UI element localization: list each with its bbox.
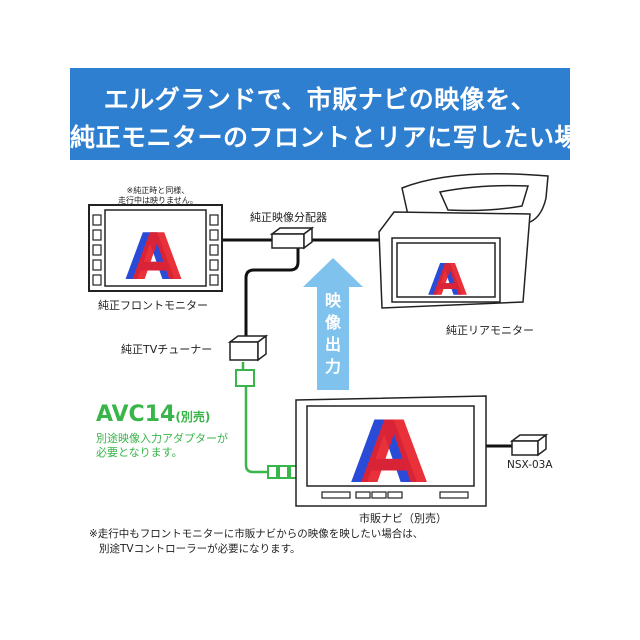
video-output-text: 映 像 出 力: [325, 291, 342, 376]
title-line-1: エルグランドで、市販ナビの映像を、: [103, 85, 537, 114]
adapter-name: AVC14(別売): [96, 402, 211, 427]
front-letter-red: A: [132, 221, 182, 295]
tuner-box: [227, 334, 269, 362]
rear-monitor: [378, 172, 549, 309]
navi-letter-red: A: [361, 403, 428, 503]
nsx-label: NSX-03A: [507, 459, 553, 471]
front-monitor: [88, 204, 223, 292]
title-line-2: 純正モニターのフロントとリアに写したい場合: [70, 123, 606, 152]
svg-text:像: 像: [325, 313, 342, 332]
adapter-cable: [244, 386, 268, 474]
splitter-label: 純正映像分配器: [250, 211, 327, 224]
title-banner: エルグランドで、市販ナビの映像を、 純正モニターのフロントとリアに写したい場合: [70, 68, 606, 160]
svg-text:映: 映: [325, 291, 342, 310]
navi-label: 市販ナビ（別売）: [359, 512, 447, 525]
footnote: ※走行中もフロントモニターに市販ナビからの映像を映したい場合は、 別途TVコント…: [89, 528, 424, 555]
navi-buttons: [321, 491, 469, 499]
rear-monitor-label: 純正リアモニター: [446, 324, 534, 337]
rca-plugs: [267, 465, 300, 479]
cable-splitter-to-tuner: [244, 248, 300, 336]
adapter-description: 別途映像入力アダプターが 必要となります。: [96, 432, 228, 459]
video-output-arrow: [303, 258, 363, 390]
adapter-connector: [235, 369, 255, 387]
splitter-box: [269, 226, 315, 250]
front-monitor-label: 純正フロントモニター: [98, 299, 208, 312]
svg-text:力: 力: [325, 357, 341, 376]
rear-letter-blue: A: [428, 255, 462, 306]
navi-unit: [295, 395, 487, 507]
front-monitor-note: ※純正時と同様、 走行中は映りません。: [118, 186, 198, 205]
navi-letter-blue: A: [351, 403, 418, 503]
svg-text:出: 出: [325, 335, 341, 354]
tv-tuner-label: 純正TVチューナー: [121, 343, 213, 356]
front-letter-blue: A: [125, 221, 175, 295]
rear-letter-red: A: [433, 255, 467, 306]
nsx-box: [509, 433, 549, 457]
